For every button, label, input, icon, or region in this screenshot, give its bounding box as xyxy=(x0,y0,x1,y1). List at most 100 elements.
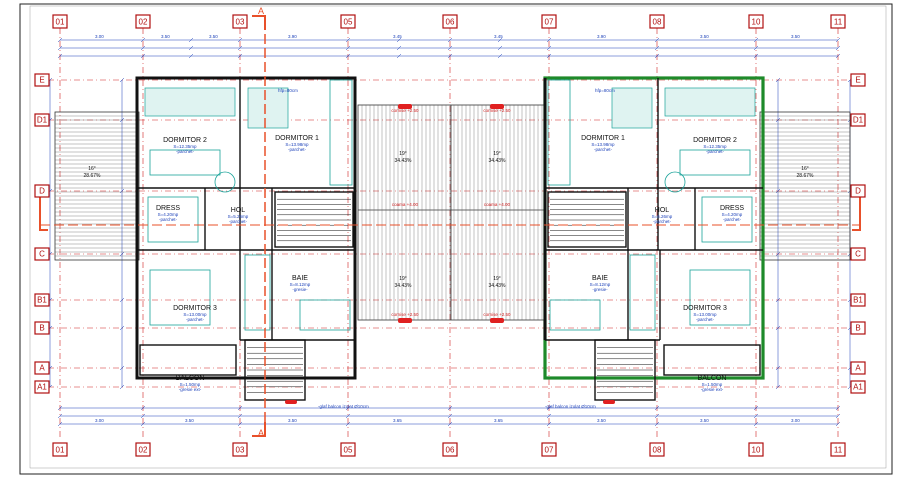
section-tick-right xyxy=(852,195,861,231)
svg-text:-parchet-: -parchet- xyxy=(706,149,725,154)
svg-text:-parchet-: -parchet- xyxy=(653,219,672,224)
grid-row-C-left: C xyxy=(34,247,50,261)
svg-text:S=5.26mp: S=5.26mp xyxy=(228,214,249,219)
section-label-bottom: A xyxy=(258,428,264,438)
svg-text:-parchet-: -parchet- xyxy=(594,147,613,152)
svg-text:3.00: 3.00 xyxy=(95,418,104,423)
svg-text:34.43%: 34.43% xyxy=(489,283,507,289)
grid-row-A-right: A xyxy=(850,361,866,375)
svg-text:11: 11 xyxy=(834,446,843,455)
svg-text:-parchet-: -parchet- xyxy=(176,149,195,154)
grid-column-06-top: 06 xyxy=(442,14,458,29)
svg-text:01: 01 xyxy=(56,18,65,27)
grid-row-B1-left: B1 xyxy=(34,293,50,307)
section-label-top: A xyxy=(258,6,264,16)
svg-text:coama +4.00: coama +4.00 xyxy=(392,202,419,207)
svg-text:-parchet-: -parchet- xyxy=(159,217,178,222)
svg-text:34.43%: 34.43% xyxy=(395,158,413,164)
svg-text:3.50: 3.50 xyxy=(700,418,709,423)
grid-column-10-top: 10 xyxy=(748,14,764,29)
svg-text:B: B xyxy=(39,324,44,333)
grid-column-08-bottom: 08 xyxy=(649,442,665,457)
svg-text:S=13.00mp: S=13.00mp xyxy=(693,312,717,317)
svg-text:A1: A1 xyxy=(853,383,863,392)
roof-slope-right: 16° xyxy=(801,166,809,172)
svg-text:3.50: 3.50 xyxy=(209,34,218,39)
svg-text:10: 10 xyxy=(752,18,761,27)
svg-text:08: 08 xyxy=(653,446,662,455)
svg-text:10: 10 xyxy=(752,446,761,455)
section-tick-left xyxy=(39,195,48,231)
svg-text:B: B xyxy=(855,324,860,333)
room-dormitor2-right: DORMITOR 2 xyxy=(693,137,737,144)
room-dress-right: DRESS xyxy=(720,205,744,212)
room-hol-left: HOL xyxy=(231,207,246,214)
room-dormitor3-left: DORMITOR 3 xyxy=(173,305,217,312)
svg-text:D: D xyxy=(855,187,861,196)
svg-text:3.50: 3.50 xyxy=(700,34,709,39)
left-unit xyxy=(135,76,357,401)
section-cut-a: A A xyxy=(252,6,266,438)
svg-text:S=13.98mp: S=13.98mp xyxy=(591,142,615,147)
grid-row-A1-left: A1 xyxy=(34,380,50,394)
roof-central xyxy=(357,104,545,321)
svg-text:C: C xyxy=(39,250,45,259)
svg-text:3.50: 3.50 xyxy=(185,418,194,423)
svg-text:A1: A1 xyxy=(37,383,47,392)
svg-text:19°: 19° xyxy=(399,151,407,157)
svg-text:3.50: 3.50 xyxy=(597,418,606,423)
svg-text:cornise +2.50: cornise +2.50 xyxy=(483,312,511,317)
svg-text:02: 02 xyxy=(139,18,148,27)
svg-text:S=4.20mp: S=4.20mp xyxy=(722,212,743,217)
svg-text:06: 06 xyxy=(446,18,455,27)
svg-text:S=13.00mp: S=13.00mp xyxy=(183,312,207,317)
svg-text:C: C xyxy=(855,250,861,259)
svg-text:B1: B1 xyxy=(37,296,47,305)
svg-text:28.67%: 28.67% xyxy=(797,173,815,179)
svg-text:S=1.50mp: S=1.50mp xyxy=(702,382,723,387)
room-dormitor1-right: DORMITOR 1 xyxy=(581,135,625,142)
svg-text:-gresie ext-: -gresie ext- xyxy=(179,387,202,392)
grid-row-B-left: B xyxy=(34,321,50,335)
grid-lines xyxy=(48,28,852,440)
grid-row-D1-left: D1 xyxy=(34,113,50,127)
central-roof-labels: 19° 34.43% 19° 34.43% 19° 34.43% 19° 34.… xyxy=(285,104,615,404)
svg-text:A: A xyxy=(855,364,861,373)
room-dress-left: DRESS xyxy=(156,205,180,212)
grid-column-05-bottom: 05 xyxy=(340,442,356,457)
svg-text:S=5.26mp: S=5.26mp xyxy=(652,214,673,219)
room-dormitor2-left: DORMITOR 2 xyxy=(163,137,207,144)
grid-row-A1-right: A1 xyxy=(850,380,866,394)
svg-text:3.90: 3.90 xyxy=(597,34,606,39)
svg-text:-parchet-: -parchet- xyxy=(186,317,205,322)
grid-row-D1-right: D1 xyxy=(850,113,866,127)
svg-text:3.50: 3.50 xyxy=(791,34,800,39)
left-room-labels: DORMITOR 2 S=12.35mp -parchet- DORMITOR … xyxy=(84,135,319,392)
svg-text:34.43%: 34.43% xyxy=(395,283,413,289)
svg-text:-gresie-: -gresie- xyxy=(592,287,608,292)
room-balcon-right: BALCON xyxy=(698,375,727,382)
svg-text:01: 01 xyxy=(56,446,65,455)
hfp-label-right: hfp=80cm xyxy=(595,88,615,93)
svg-text:S=4.20mp: S=4.20mp xyxy=(158,212,179,217)
grid-row-E-left: E xyxy=(34,73,50,87)
grid-column-03-bottom: 03 xyxy=(232,442,248,457)
grid-column-08-top: 08 xyxy=(649,14,665,29)
svg-text:19°: 19° xyxy=(493,276,501,282)
svg-text:03: 03 xyxy=(236,18,245,27)
roof-left-eave xyxy=(54,111,140,261)
grid-column-02-bottom: 02 xyxy=(135,442,151,457)
svg-text:3.50: 3.50 xyxy=(288,418,297,423)
svg-text:D1: D1 xyxy=(853,116,864,125)
room-balcon-left: BALCON xyxy=(176,375,205,382)
grid-column-03-top: 03 xyxy=(232,14,248,29)
grid-column-07-bottom: 07 xyxy=(541,442,557,457)
svg-text:A: A xyxy=(39,364,45,373)
svg-text:19°: 19° xyxy=(399,276,407,282)
grid-row-E-right: E xyxy=(850,73,866,87)
svg-text:-gresie-: -gresie- xyxy=(292,287,308,292)
grid-column-05-top: 05 xyxy=(340,14,356,29)
grid-column-02-top: 02 xyxy=(135,14,151,29)
svg-text:D: D xyxy=(39,187,45,196)
